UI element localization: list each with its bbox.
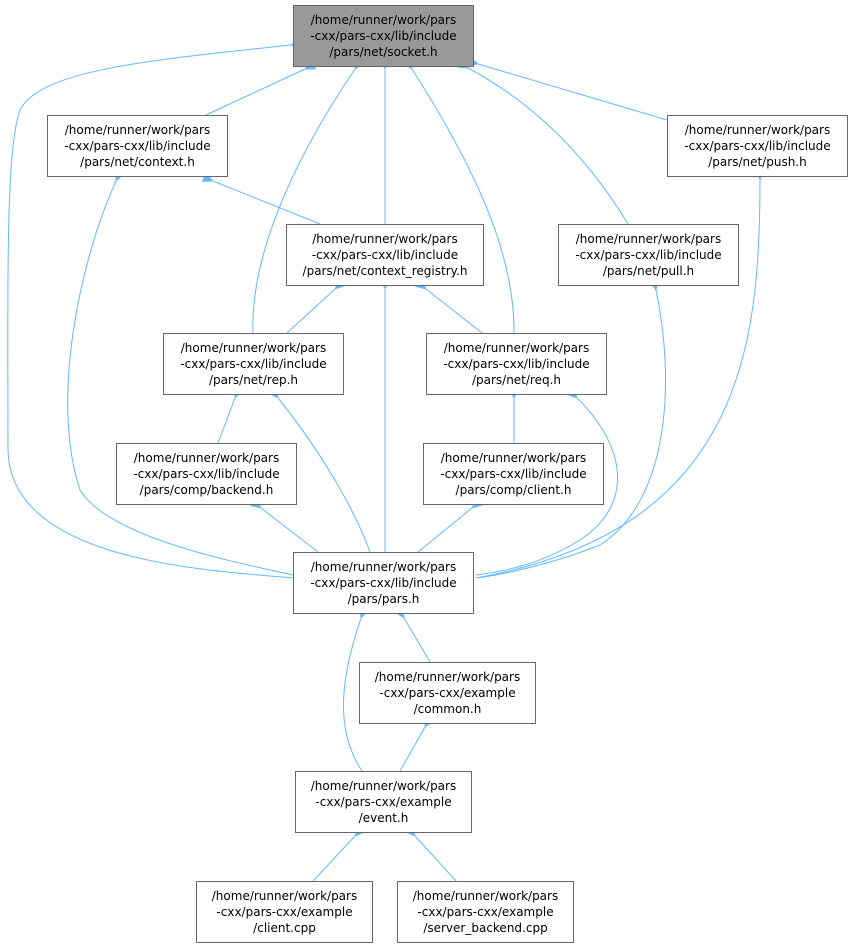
edge-event-to-pars [342, 606, 369, 772]
node-push-h[interactable]: /home/runner/work/pars -cxx/pars-cxx/lib/… [667, 115, 848, 177]
node-line: /pars/net/rep.h [208, 373, 299, 387]
node-line: /pars/net/pull.h [602, 264, 695, 278]
node-line: /pars/comp/backend.h [139, 483, 274, 497]
edge-backend-to-rep [217, 386, 244, 444]
node-line: -cxx/pars-cxx/example [315, 795, 452, 809]
node-line: /pars/net/context_registry.h [302, 264, 468, 278]
node-line: -cxx/pars-cxx/lib/include [310, 576, 457, 590]
edge-pars-to-pull [475, 279, 666, 579]
node-line: -cxx/pars-cxx/lib/include [684, 139, 831, 153]
node-line: -cxx/pars-cxx/example [379, 686, 516, 700]
node-line: -cxx/pars-cxx/lib/include [64, 139, 211, 153]
node-pars-h[interactable]: /home/runner/work/pars -cxx/pars-cxx/lib/… [293, 552, 474, 614]
edge-pars-to-context [67, 169, 294, 576]
edge-pars-to-req [475, 387, 619, 576]
node-common-h[interactable]: /home/runner/work/pars -cxx/pars-cxx/exam… [359, 662, 536, 724]
node-line: /home/runner/work/pars [133, 451, 280, 465]
node-server-backend-cpp[interactable]: /home/runner/work/pars -cxx/pars-cxx/exam… [397, 881, 574, 943]
edge-pars-to-backend [250, 497, 319, 553]
node-line: /home/runner/work/pars [312, 232, 458, 246]
edge-push-to-socket [466, 56, 668, 121]
node-context-h[interactable]: /home/runner/work/pars -cxx/pars-cxx/lib/… [47, 115, 228, 177]
edge-event-to-common [399, 715, 435, 772]
node-socket-h[interactable]: /home/runner/work/pars -cxx/pars-cxx/lib/… [293, 5, 474, 67]
node-req-h[interactable]: /home/runner/work/pars -cxx/pars-cxx/lib/… [426, 333, 607, 395]
node-event-h[interactable]: /home/runner/work/pars -cxx/pars-cxx/exam… [295, 771, 472, 833]
node-line: -cxx/pars-cxx/lib/include [443, 357, 590, 371]
node-line: /home/runner/work/pars [310, 13, 457, 27]
node-client-cpp[interactable]: /home/runner/work/pars -cxx/pars-cxx/exam… [196, 881, 373, 943]
node-line: /home/runner/work/pars [211, 889, 358, 903]
node-line: /home/runner/work/pars [412, 889, 559, 903]
node-pull-h[interactable]: /home/runner/work/pars -cxx/pars-cxx/lib/… [558, 224, 739, 286]
node-line: /home/runner/work/pars [440, 451, 587, 465]
edge-common-to-pars [394, 606, 431, 663]
edge-registry-to-context [201, 172, 321, 225]
node-line: /home/runner/work/pars [374, 670, 521, 684]
node-line: -cxx/pars-cxx/lib/include [575, 248, 722, 262]
edge-req-to-registry [415, 278, 483, 334]
node-line: /client.cpp [253, 921, 316, 935]
node-line: /pars/pars.h [347, 592, 420, 606]
node-client-h[interactable]: /home/runner/work/pars -cxx/pars-cxx/lib/… [423, 443, 604, 505]
node-line: /pars/comp/client.h [455, 483, 572, 497]
edge-pars-to-rep [267, 387, 371, 553]
edge-req-to-socket [402, 57, 515, 334]
node-line: /home/runner/work/pars [684, 123, 831, 137]
edge-rep-to-socket [252, 57, 365, 334]
node-line: /home/runner/work/pars [575, 232, 722, 246]
node-line: -cxx/pars-cxx/lib/include [310, 29, 457, 43]
node-line: /server_backend.cpp [423, 921, 548, 935]
edge-pars-to-socket [7, 38, 302, 579]
node-line: /home/runner/work/pars [310, 560, 457, 574]
edge-pars-to-client [417, 497, 483, 553]
node-rep-h[interactable]: /home/runner/work/pars -cxx/pars-cxx/lib/… [163, 333, 344, 395]
edge-pull-to-socket [456, 58, 629, 225]
edge-rep-to-registry [286, 278, 346, 334]
node-line: -cxx/pars-cxx/example [216, 905, 353, 919]
node-line: -cxx/pars-cxx/lib/include [133, 467, 280, 481]
node-line: /pars/net/context.h [80, 155, 195, 169]
node-line: -cxx/pars-cxx/lib/include [180, 357, 327, 371]
node-context-registry-h[interactable]: /home/runner/work/pars -cxx/pars-cxx/lib/… [286, 224, 484, 286]
edge-context-to-socket [205, 60, 317, 116]
node-line: /home/runner/work/pars [180, 341, 327, 355]
node-backend-h[interactable]: /home/runner/work/pars -cxx/pars-cxx/lib/… [116, 443, 297, 505]
node-line: /event.h [358, 811, 409, 825]
node-line: /pars/net/req.h [471, 373, 562, 387]
node-line: -cxx/pars-cxx/lib/include [440, 467, 587, 481]
node-line: /pars/net/push.h [708, 155, 807, 169]
node-line: /common.h [413, 702, 482, 716]
node-line: /pars/net/socket.h [329, 45, 438, 59]
node-line: /home/runner/work/pars [64, 123, 211, 137]
node-line: /home/runner/work/pars [443, 341, 590, 355]
edge-clientcpp-to-event [312, 825, 366, 882]
node-line: /home/runner/work/pars [310, 779, 457, 793]
edge-serverbackend-to-event [404, 825, 457, 882]
node-line: -cxx/pars-cxx/example [417, 905, 554, 919]
edge-pars-to-push [475, 169, 766, 579]
node-line: -cxx/pars-cxx/lib/include [311, 248, 459, 262]
